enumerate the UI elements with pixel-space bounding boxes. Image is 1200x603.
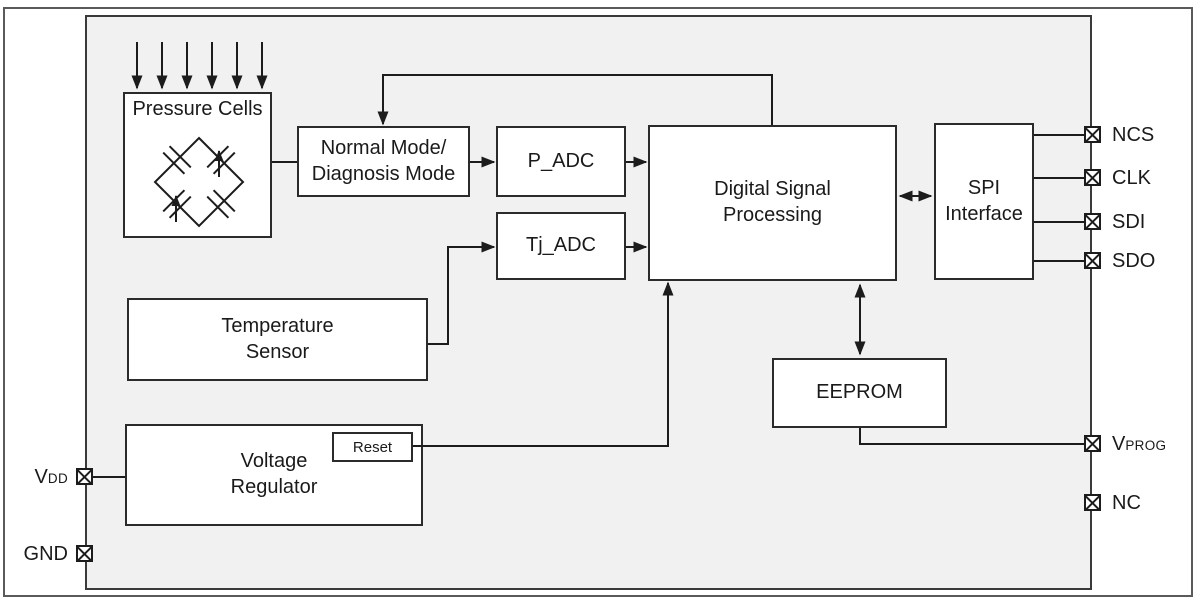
block-reset: Reset xyxy=(332,432,413,462)
pin-ncs xyxy=(1084,126,1101,143)
pin-label-ncs: NCS xyxy=(1112,124,1155,146)
block-reset-label: Reset xyxy=(352,438,393,456)
pin-label-sdo: SDO xyxy=(1112,250,1156,272)
pin-sdi xyxy=(1084,213,1101,230)
block-pressure-cells: Pressure Cells xyxy=(123,92,272,238)
pin-sdo xyxy=(1084,252,1101,269)
pin-label-sdi: SDI xyxy=(1112,211,1146,233)
pin-vprog xyxy=(1084,435,1101,452)
block-voltage-regulator-label: Voltage Regulator xyxy=(230,450,318,498)
block-eeprom: EEPROM xyxy=(772,358,947,428)
block-pressure-cells-label: Pressure Cells xyxy=(132,98,263,120)
block-temperature-sensor: Temperature Sensor xyxy=(127,298,428,381)
block-spi-interface-label: SPI Interface xyxy=(945,176,1023,225)
block-digital-signal-processing-label: Digital Signal Processing xyxy=(714,178,831,226)
pin-clk xyxy=(1084,169,1101,186)
pin-gnd xyxy=(76,545,93,562)
block-digital-signal-processing: Digital Signal Processing xyxy=(648,125,897,281)
block-p-adc: P_ADC xyxy=(496,126,626,197)
block-p-adc-label: P_ADC xyxy=(527,149,595,172)
block-normal-diagnosis-mode: Normal Mode/ Diagnosis Mode xyxy=(297,126,470,197)
block-temperature-sensor-label: Temperature Sensor xyxy=(221,314,334,363)
block-spi-interface: SPI Interface xyxy=(934,123,1034,280)
pin-label-clk: CLK xyxy=(1112,167,1151,189)
block-eeprom-label: EEPROM xyxy=(816,381,903,404)
pin-vdd xyxy=(76,468,93,485)
pin-nc xyxy=(1084,494,1101,511)
block-tj-adc: Tj_ADC xyxy=(496,212,626,280)
figure-border xyxy=(3,7,1193,597)
pin-label-nc: NC xyxy=(1112,492,1141,514)
block-tj-adc-label: Tj_ADC xyxy=(525,234,596,257)
block-normal-diagnosis-mode-label: Normal Mode/ Diagnosis Mode xyxy=(311,136,456,185)
pin-label-gnd: GND xyxy=(23,543,68,565)
